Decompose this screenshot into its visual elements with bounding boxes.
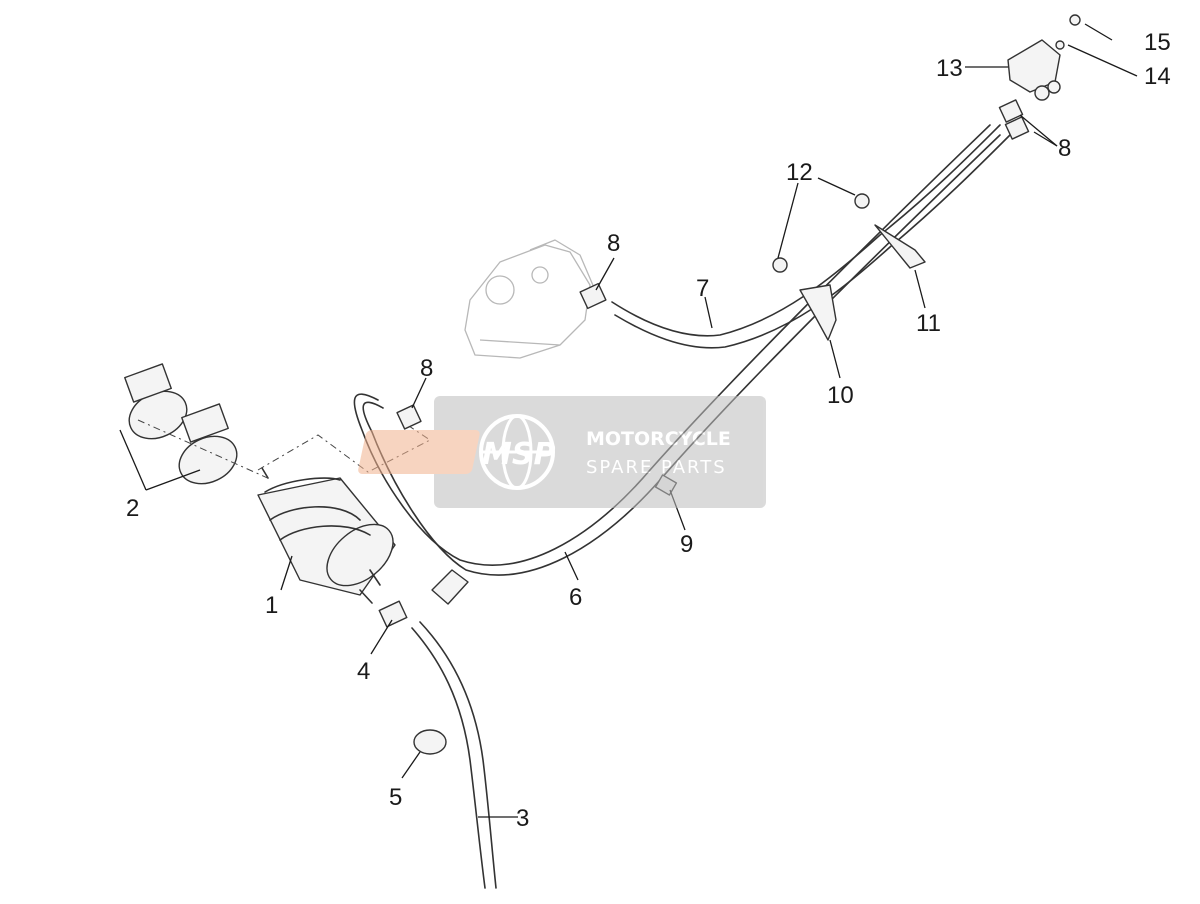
watermark-line1: MOTORCYCLE xyxy=(586,428,731,450)
callout-2: 2 xyxy=(126,495,139,522)
callout-15: 15 xyxy=(1144,29,1171,56)
callout-8c: 8 xyxy=(1058,135,1071,162)
callout-11: 11 xyxy=(916,310,941,337)
callout-6: 6 xyxy=(569,584,582,611)
throttle-body xyxy=(464,239,596,359)
fittings xyxy=(378,14,1081,755)
watermark-line2: SPARE PARTS xyxy=(586,457,727,478)
callout-4: 4 xyxy=(357,658,370,685)
callout-8a: 8 xyxy=(607,230,620,257)
hose-3 xyxy=(411,621,497,889)
msp-logo-text: MSP xyxy=(482,437,555,472)
callout-10: 10 xyxy=(827,382,854,409)
watermark-box xyxy=(434,396,766,508)
callout-13: 13 xyxy=(936,55,963,82)
callout-14: 14 xyxy=(1144,63,1171,90)
callout-7: 7 xyxy=(696,275,709,302)
callout-3: 3 xyxy=(516,805,529,832)
charcoal-canister xyxy=(257,467,396,604)
msp-logo xyxy=(358,430,480,474)
leader-lines xyxy=(119,23,1138,818)
callouts: 1 2 3 4 5 6 7 8 8 8 9 10 11 12 13 14 15 xyxy=(126,29,1171,832)
callout-9: 9 xyxy=(680,531,693,558)
canister-clamps xyxy=(124,363,238,485)
callout-12: 12 xyxy=(786,159,813,186)
callout-1: 1 xyxy=(265,592,278,619)
watermark: MSP MOTORCYCLE SPARE PARTS xyxy=(358,396,766,508)
callout-5: 5 xyxy=(389,784,402,811)
callout-8b: 8 xyxy=(420,355,433,382)
